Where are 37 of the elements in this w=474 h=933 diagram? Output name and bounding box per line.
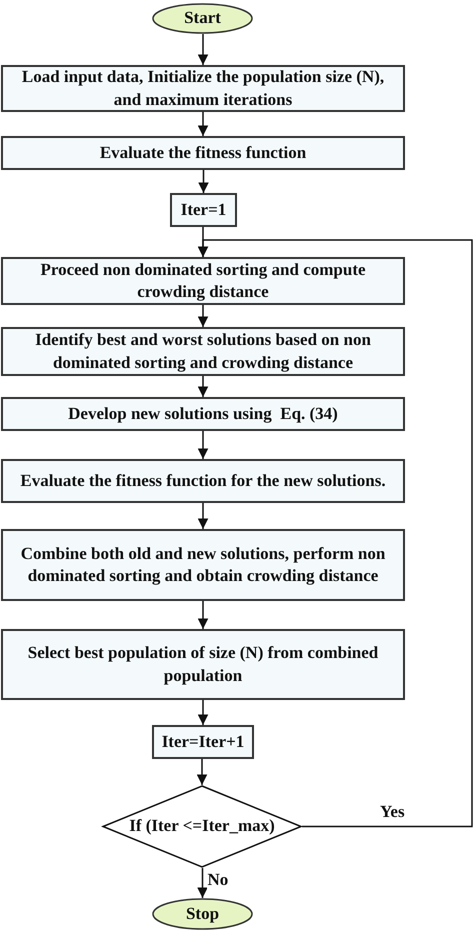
arrow	[198, 34, 208, 65]
arrow	[197, 868, 208, 898]
node-text: Select best population of size (N) from combined population	[26, 642, 380, 687]
process-box	[1, 136, 405, 170]
node-text: Start	[183, 7, 222, 30]
node-text: Iter=1	[180, 198, 228, 221]
node-text: Evaluate the fitness function	[98, 142, 308, 164]
process-box	[1, 529, 405, 601]
decision-diamond	[102, 785, 302, 868]
node-text: Load input data, Initialize the population size (N), and maximum iterations	[20, 66, 386, 110]
arrow	[196, 759, 208, 785]
process-box	[152, 725, 254, 759]
process-box	[170, 193, 237, 227]
process-box	[1, 257, 405, 305]
process-box	[1, 327, 405, 376]
node-text: Develop new solutions using Eq. (34)	[67, 402, 339, 425]
process-box	[1, 459, 405, 503]
terminal-ellipse	[152, 898, 253, 930]
arrow	[198, 239, 473, 828]
arrow	[198, 112, 208, 136]
arrow	[198, 431, 208, 459]
node-text: Identify best and worst solutions based on non dominated sorting and crowding distance	[34, 329, 372, 374]
node-text: Stop	[184, 902, 220, 925]
terminal-ellipse	[152, 3, 253, 34]
node-text: If (Iter <=Iter_max)	[128, 815, 276, 838]
node-text: Combine both old and new solutions, perform non dominated sorting and obtain crowding distance	[20, 542, 386, 587]
node-text: Iter=Iter+1	[160, 730, 246, 753]
process-box	[1, 397, 405, 431]
arrow	[198, 503, 208, 529]
arrow	[198, 601, 208, 629]
arrow	[198, 700, 208, 725]
process-box	[1, 629, 405, 700]
node-text: Evaluate the fitness function for the new solutions.	[19, 470, 387, 492]
arrow	[198, 170, 209, 193]
arrow	[198, 305, 208, 327]
arrow	[198, 376, 208, 397]
node-text: Proceed non dominated sorting and compute crowding distance	[39, 258, 367, 303]
